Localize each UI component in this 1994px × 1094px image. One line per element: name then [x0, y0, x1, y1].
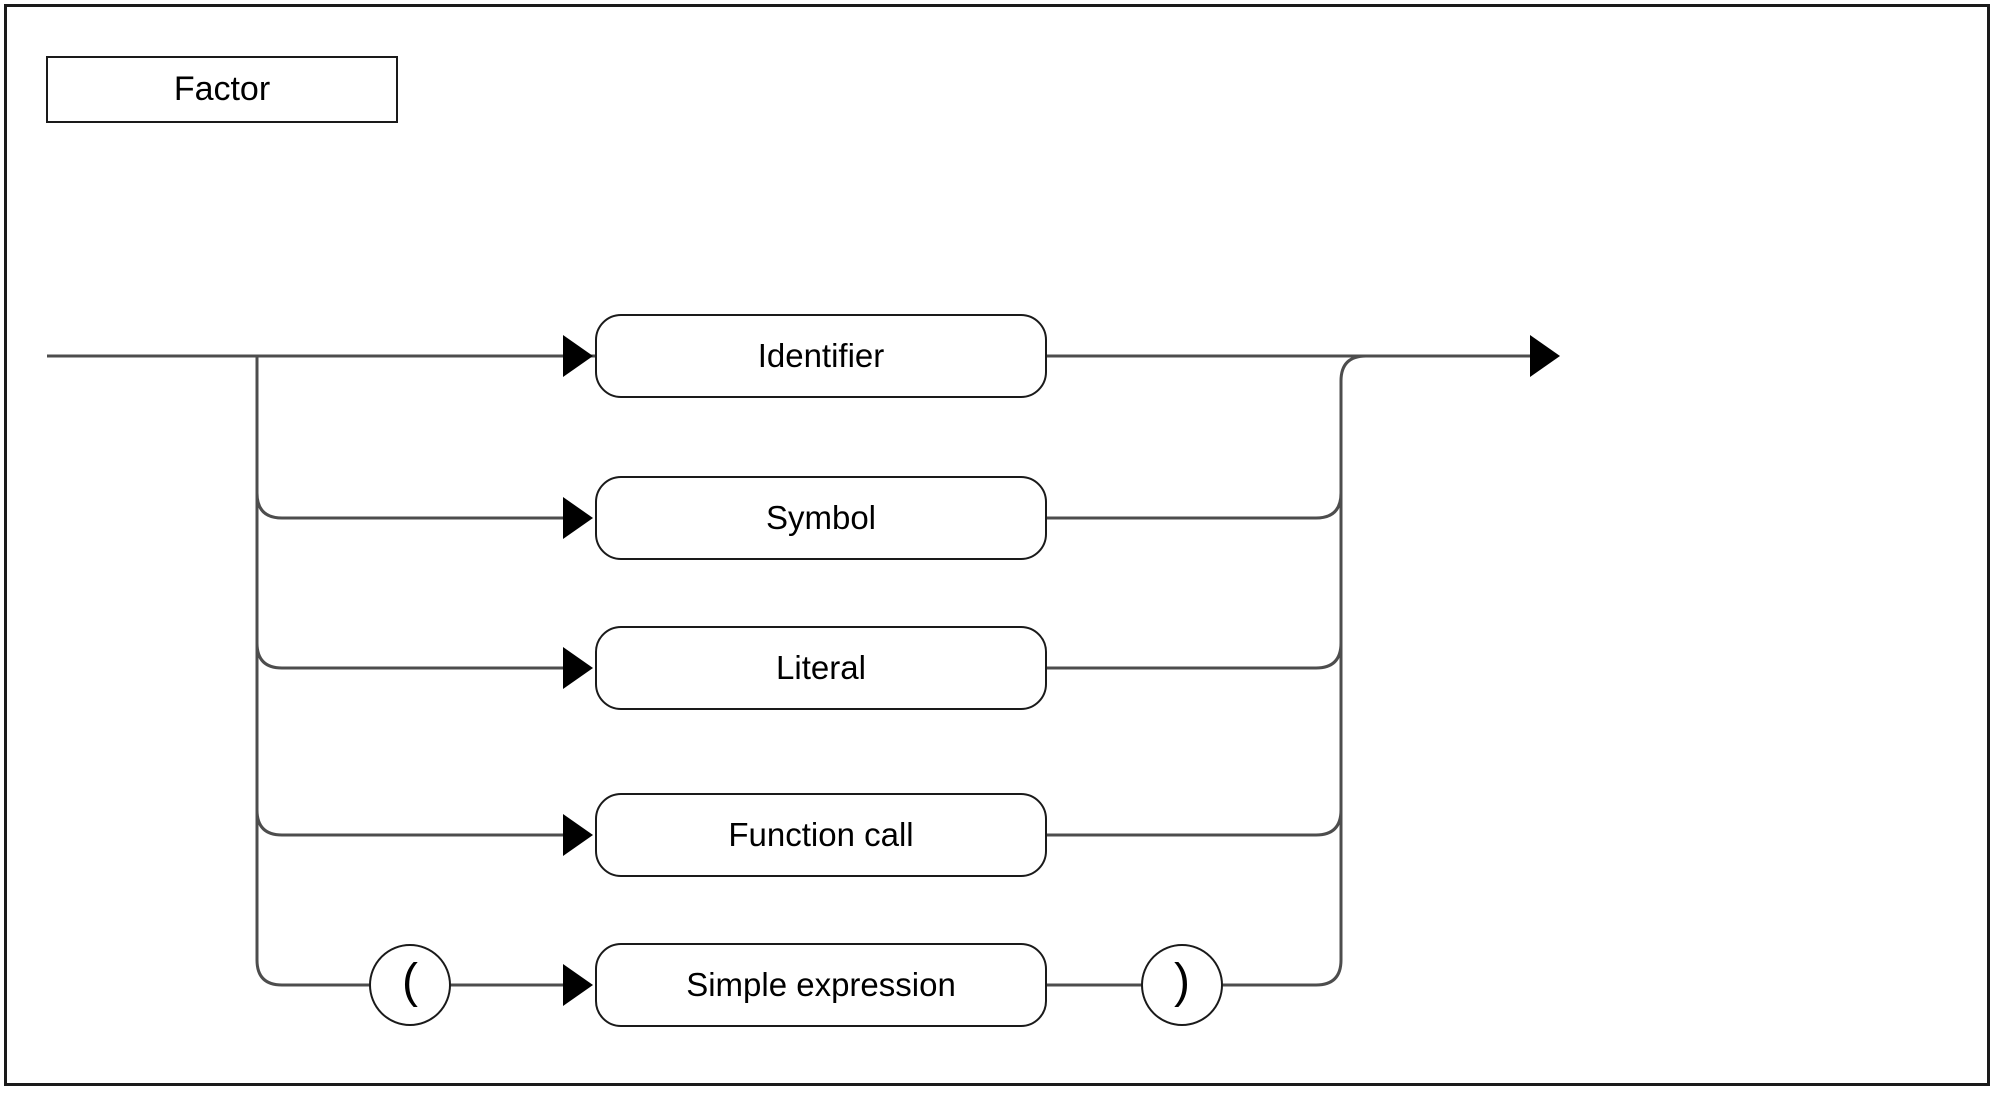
- row-2-merge-line: [1047, 492, 1343, 520]
- row-5-arrow-icon: [563, 964, 593, 1006]
- row-1-arrow-icon: [563, 335, 593, 377]
- node-label: Identifier: [757, 337, 885, 374]
- close-paren-terminal: ): [1141, 944, 1223, 1026]
- open-paren-terminal: (: [369, 944, 451, 1026]
- node-identifier: Identifier: [595, 314, 1047, 398]
- row-4-merge-line: [1047, 809, 1343, 837]
- node-label: Literal: [776, 649, 866, 686]
- branch-vertical-line: [255, 356, 283, 987]
- row-4-branch-line: [255, 809, 563, 837]
- diagram-title-box: Factor: [46, 56, 398, 123]
- node-literal: Literal: [595, 626, 1047, 710]
- row-3-merge-line: [1047, 642, 1343, 670]
- exit-arrow-icon: [1530, 335, 1560, 377]
- node-label: Symbol: [765, 499, 877, 536]
- row-4-arrow-icon: [563, 814, 593, 856]
- node-symbol: Symbol: [595, 476, 1047, 560]
- open-paren-label: (: [402, 955, 418, 1008]
- row-5-merge-line: [1047, 959, 1343, 987]
- row-2-branch-line: [255, 492, 563, 520]
- diagram-title: Factor: [173, 70, 271, 108]
- row-2-arrow-icon: [563, 497, 593, 539]
- close-paren-label: ): [1174, 955, 1190, 1008]
- node-function-call: Function call: [595, 793, 1047, 877]
- node-label: Simple expression: [686, 966, 956, 1003]
- row-3-branch-line: [255, 642, 563, 670]
- node-label: Function call: [728, 816, 914, 853]
- row-3-arrow-icon: [563, 647, 593, 689]
- collector-vertical-line: [1339, 354, 1367, 960]
- node-simple-expression: Simple expression: [595, 943, 1047, 1027]
